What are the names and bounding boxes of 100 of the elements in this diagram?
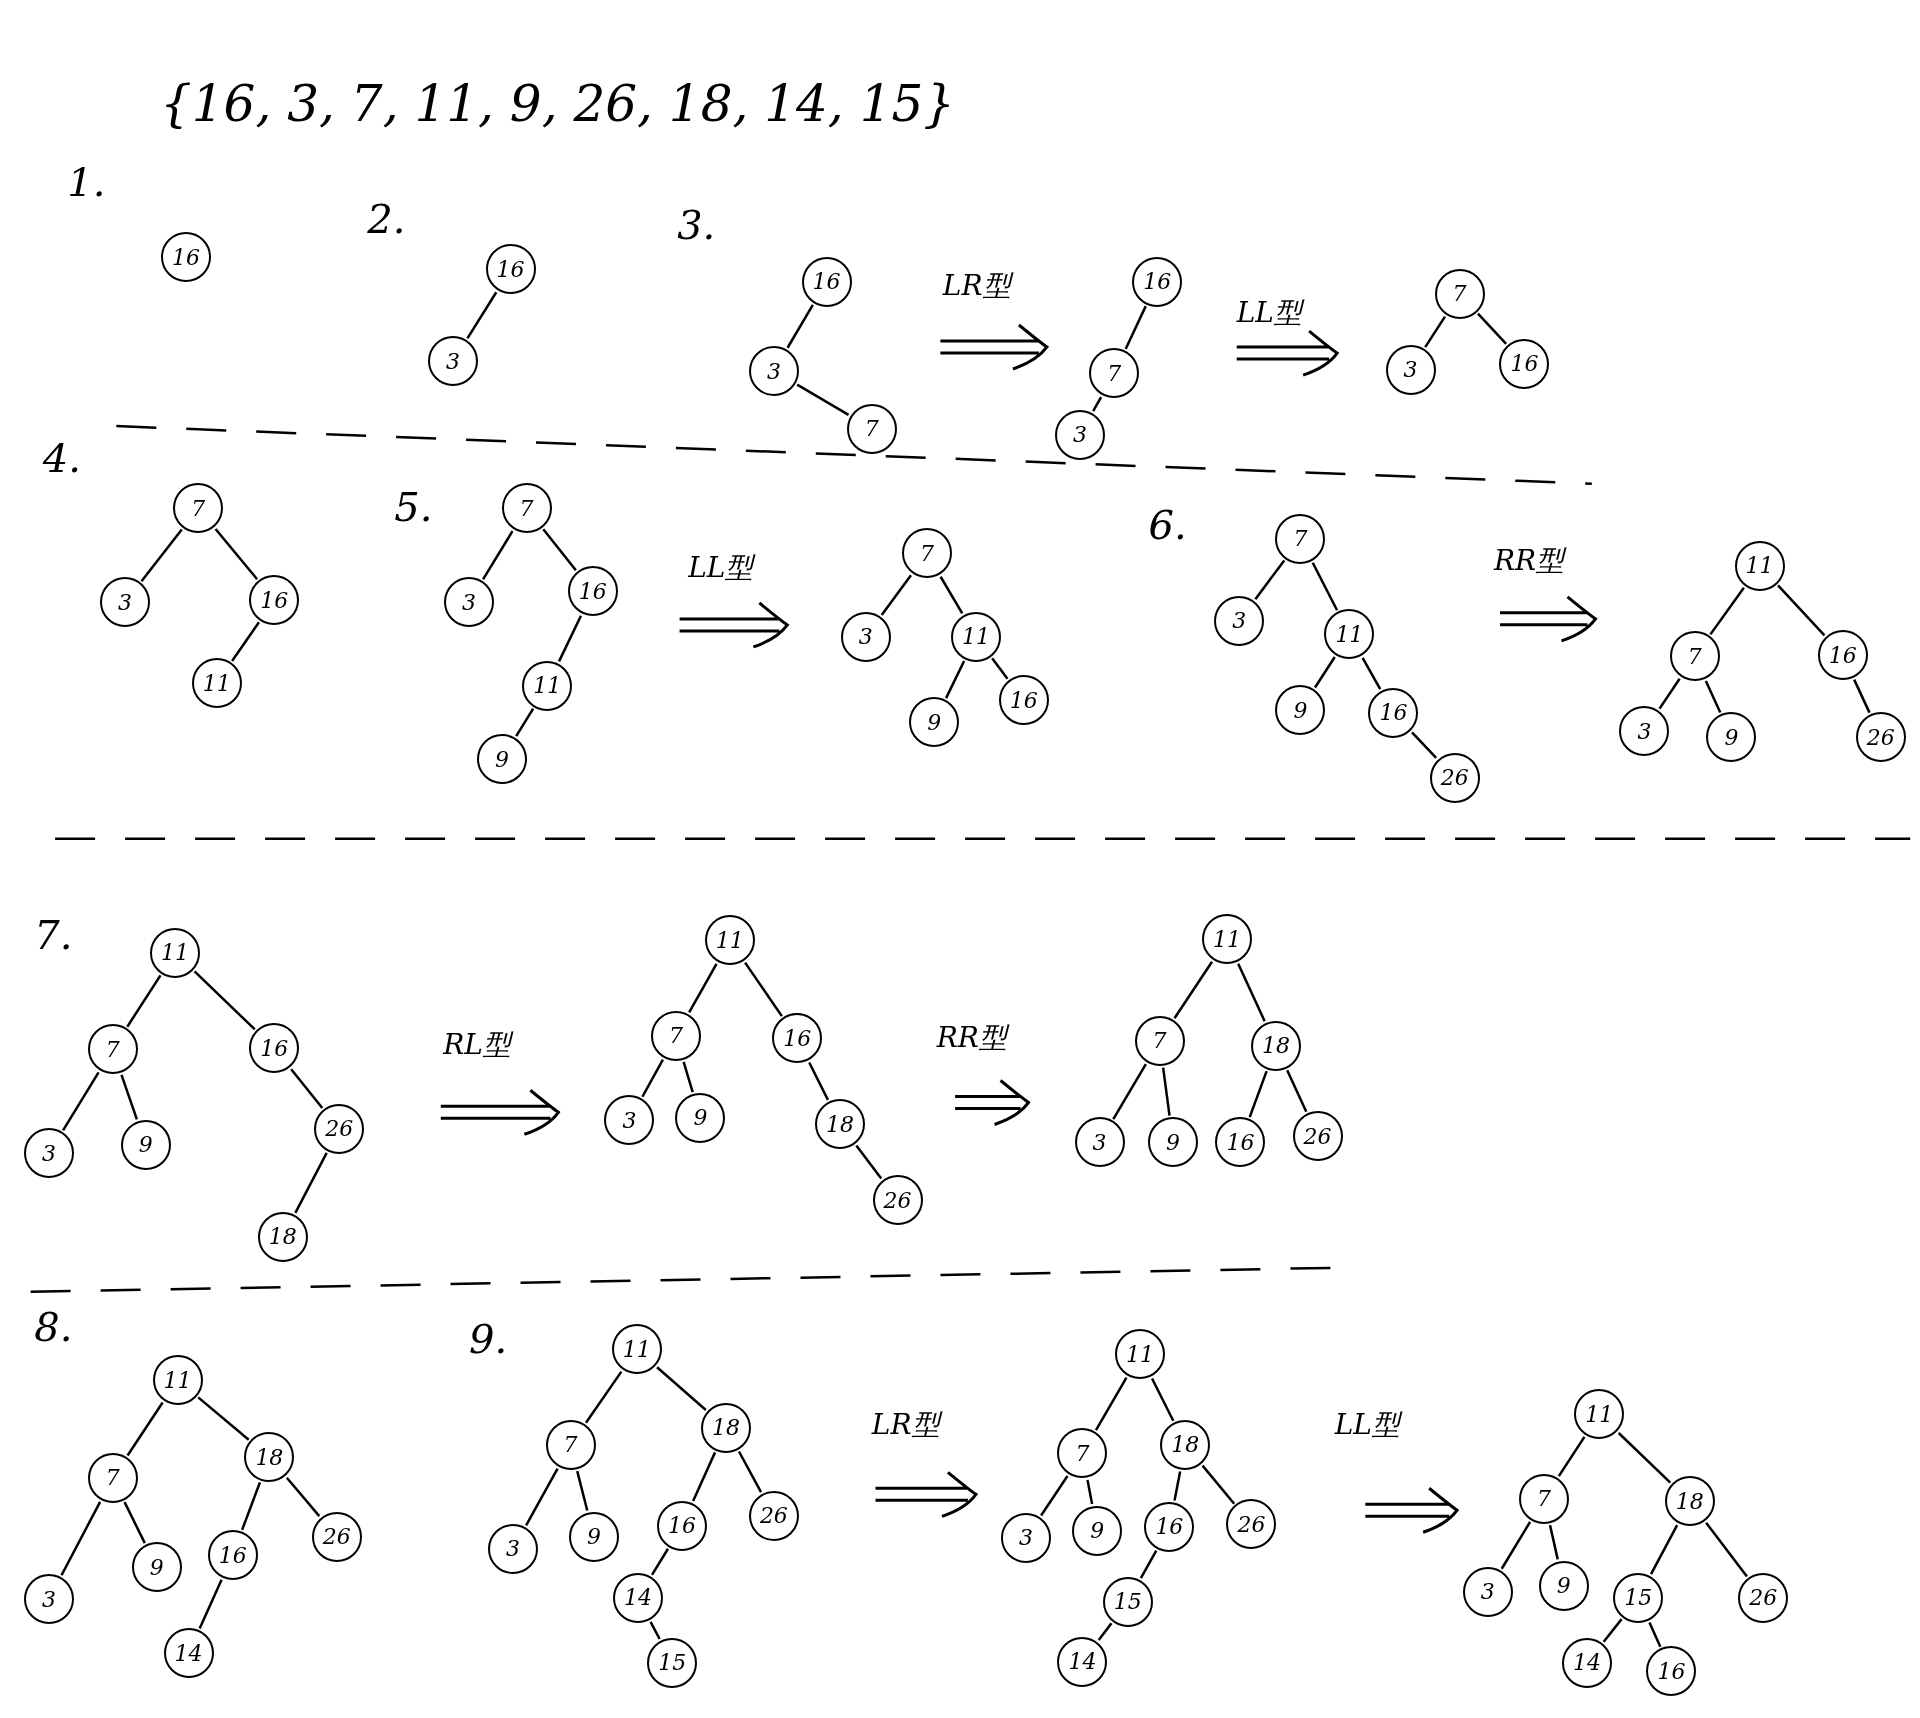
tree-node: 26 bbox=[748, 1490, 799, 1541]
tree-edge bbox=[1648, 1622, 1662, 1648]
tree-node: 14 bbox=[612, 1572, 663, 1623]
tree-edge bbox=[466, 291, 498, 339]
tree-node: 16 bbox=[567, 566, 618, 617]
tree-node: 11 bbox=[611, 1324, 662, 1375]
tree-edge bbox=[1112, 1063, 1147, 1120]
tree-node: 11 bbox=[1115, 1329, 1165, 1380]
tree-node: 3 bbox=[840, 611, 891, 662]
tree-node: 7 bbox=[1057, 1428, 1108, 1479]
tree-edge bbox=[542, 528, 577, 572]
tree-node: 9 bbox=[1148, 1117, 1199, 1168]
tree-node: 16 bbox=[998, 675, 1049, 726]
tree-node: 11 bbox=[1201, 914, 1252, 965]
tree-node: 7 bbox=[846, 403, 897, 454]
tree-edge bbox=[1557, 1436, 1586, 1477]
tree-node: 7 bbox=[1519, 1473, 1570, 1524]
rotation-type-label: RR型 bbox=[1493, 543, 1565, 580]
tree-node: 16 bbox=[249, 1023, 300, 1074]
tree-node: 7 bbox=[173, 483, 224, 534]
tree-node: 16 bbox=[657, 1500, 708, 1551]
tree-node: 3 bbox=[748, 346, 799, 396]
tree-edge bbox=[939, 576, 964, 615]
tree-edge bbox=[1314, 656, 1336, 689]
tree-node: 3 bbox=[488, 1523, 539, 1574]
tree-edge bbox=[1173, 1471, 1182, 1501]
tree-node: 11 bbox=[152, 1355, 203, 1405]
tree-edge bbox=[656, 1366, 707, 1411]
tree-node: 15 bbox=[1613, 1572, 1664, 1623]
tree-edge bbox=[796, 383, 850, 416]
tree-edge bbox=[197, 1396, 250, 1441]
tree-edge bbox=[1092, 396, 1103, 412]
step-number: 8. bbox=[34, 1304, 73, 1351]
tree-edge bbox=[1477, 312, 1507, 345]
tree-node: 16 bbox=[485, 244, 536, 295]
tree-edge bbox=[214, 528, 259, 580]
tree-node: 3 bbox=[1214, 595, 1265, 646]
tree-node: 9 bbox=[675, 1092, 726, 1143]
tree-edge bbox=[193, 970, 256, 1031]
tree-edge bbox=[1161, 1067, 1171, 1116]
tree-edge bbox=[1286, 1069, 1308, 1113]
tree-edge bbox=[584, 1370, 623, 1424]
tree-node: 26 bbox=[1226, 1499, 1277, 1550]
tree-node: 11 bbox=[1324, 609, 1375, 660]
tree-node: 18 bbox=[1664, 1476, 1715, 1527]
tree-edge bbox=[120, 1074, 139, 1120]
tree-edge bbox=[1361, 657, 1382, 690]
tree-node: 16 bbox=[249, 575, 300, 625]
tree-node: 15 bbox=[1102, 1576, 1153, 1627]
tree-node: 3 bbox=[23, 1574, 74, 1625]
tree-node: 11 bbox=[522, 660, 573, 711]
tree-edge bbox=[991, 657, 1009, 680]
tree-edge bbox=[126, 974, 162, 1028]
tree-edge bbox=[737, 1450, 763, 1493]
tree-node: 3 bbox=[1385, 344, 1436, 395]
tree-node: 26 bbox=[1292, 1111, 1343, 1162]
tree-edge bbox=[123, 1501, 146, 1544]
tree-node: 7 bbox=[501, 483, 552, 534]
tree-edge bbox=[62, 1071, 100, 1132]
tree-edge bbox=[944, 660, 966, 699]
tree-node: 16 bbox=[1215, 1117, 1266, 1168]
tree-edge bbox=[688, 963, 718, 1013]
tree-node: 14 bbox=[1561, 1637, 1612, 1688]
tree-node: 15 bbox=[647, 1637, 698, 1688]
tree-edge bbox=[1548, 1524, 1559, 1560]
tree-edge bbox=[649, 1621, 661, 1640]
tree-edge bbox=[786, 304, 814, 349]
tree-node: 3 bbox=[443, 577, 494, 628]
tree-node: 3 bbox=[1074, 1117, 1125, 1168]
tree-edge bbox=[641, 1058, 664, 1098]
step-number: 6. bbox=[1148, 502, 1187, 549]
tree-edge bbox=[1649, 1524, 1679, 1575]
tree-node: 18 bbox=[257, 1211, 308, 1262]
tree-edge bbox=[682, 1061, 694, 1093]
rotation-type-label: LL型 bbox=[688, 549, 754, 586]
tree-node: 16 bbox=[1368, 687, 1419, 738]
tree-node: 9 bbox=[1538, 1560, 1589, 1611]
tree-edge bbox=[60, 1501, 102, 1576]
tree-node: 26 bbox=[314, 1103, 365, 1154]
tree-node: 9 bbox=[909, 697, 960, 748]
tree-edge bbox=[1709, 586, 1745, 636]
tree-node: 3 bbox=[1055, 409, 1105, 460]
tree-edge bbox=[808, 1061, 830, 1101]
tree-edge bbox=[1237, 963, 1266, 1022]
tree-node: 11 bbox=[1574, 1389, 1625, 1440]
tree-edge bbox=[576, 1470, 589, 1511]
tree-edge bbox=[1853, 679, 1871, 714]
tree-edge bbox=[126, 1401, 164, 1457]
tree-edge bbox=[294, 1152, 328, 1214]
tree-node: 9 bbox=[131, 1542, 182, 1593]
tree-edge bbox=[1139, 1549, 1158, 1579]
tree-node: 26 bbox=[1738, 1572, 1789, 1623]
tree-edge bbox=[1602, 1618, 1623, 1643]
tree-node: 7 bbox=[1434, 268, 1485, 319]
tree-edge bbox=[290, 1068, 324, 1109]
step-number: 4. bbox=[42, 434, 81, 481]
tree-node: 26 bbox=[872, 1175, 923, 1225]
tree-node: 18 bbox=[1160, 1419, 1211, 1470]
tree-edge bbox=[1201, 1464, 1236, 1505]
tree-edge bbox=[140, 528, 183, 582]
